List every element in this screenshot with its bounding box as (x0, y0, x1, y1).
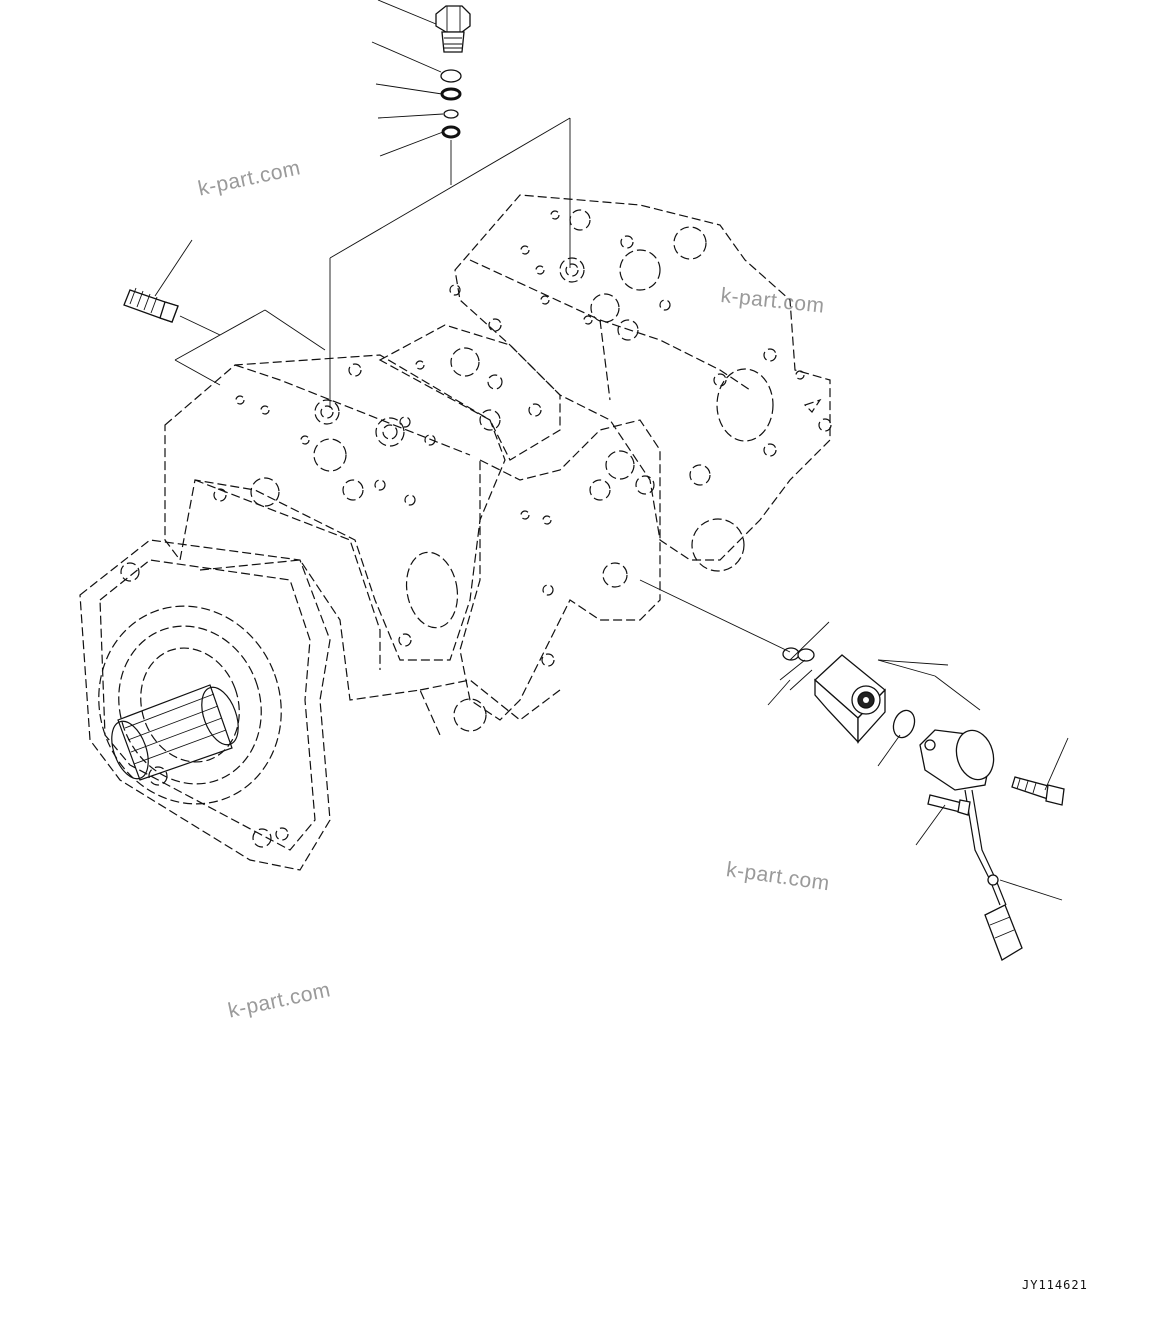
o-ring-large (440, 69, 462, 83)
o-ring-bottom (441, 125, 461, 139)
left-plug (123, 239, 326, 386)
top-valve-fitting (435, 5, 471, 53)
solenoid-assembly (639, 579, 1069, 961)
drawing-code: JY114621 (1022, 1278, 1088, 1292)
o-ring-small (443, 109, 459, 119)
o-ring-thick (440, 87, 462, 101)
main-pump-body (79, 194, 832, 871)
top-stack-leaders (329, 0, 571, 408)
